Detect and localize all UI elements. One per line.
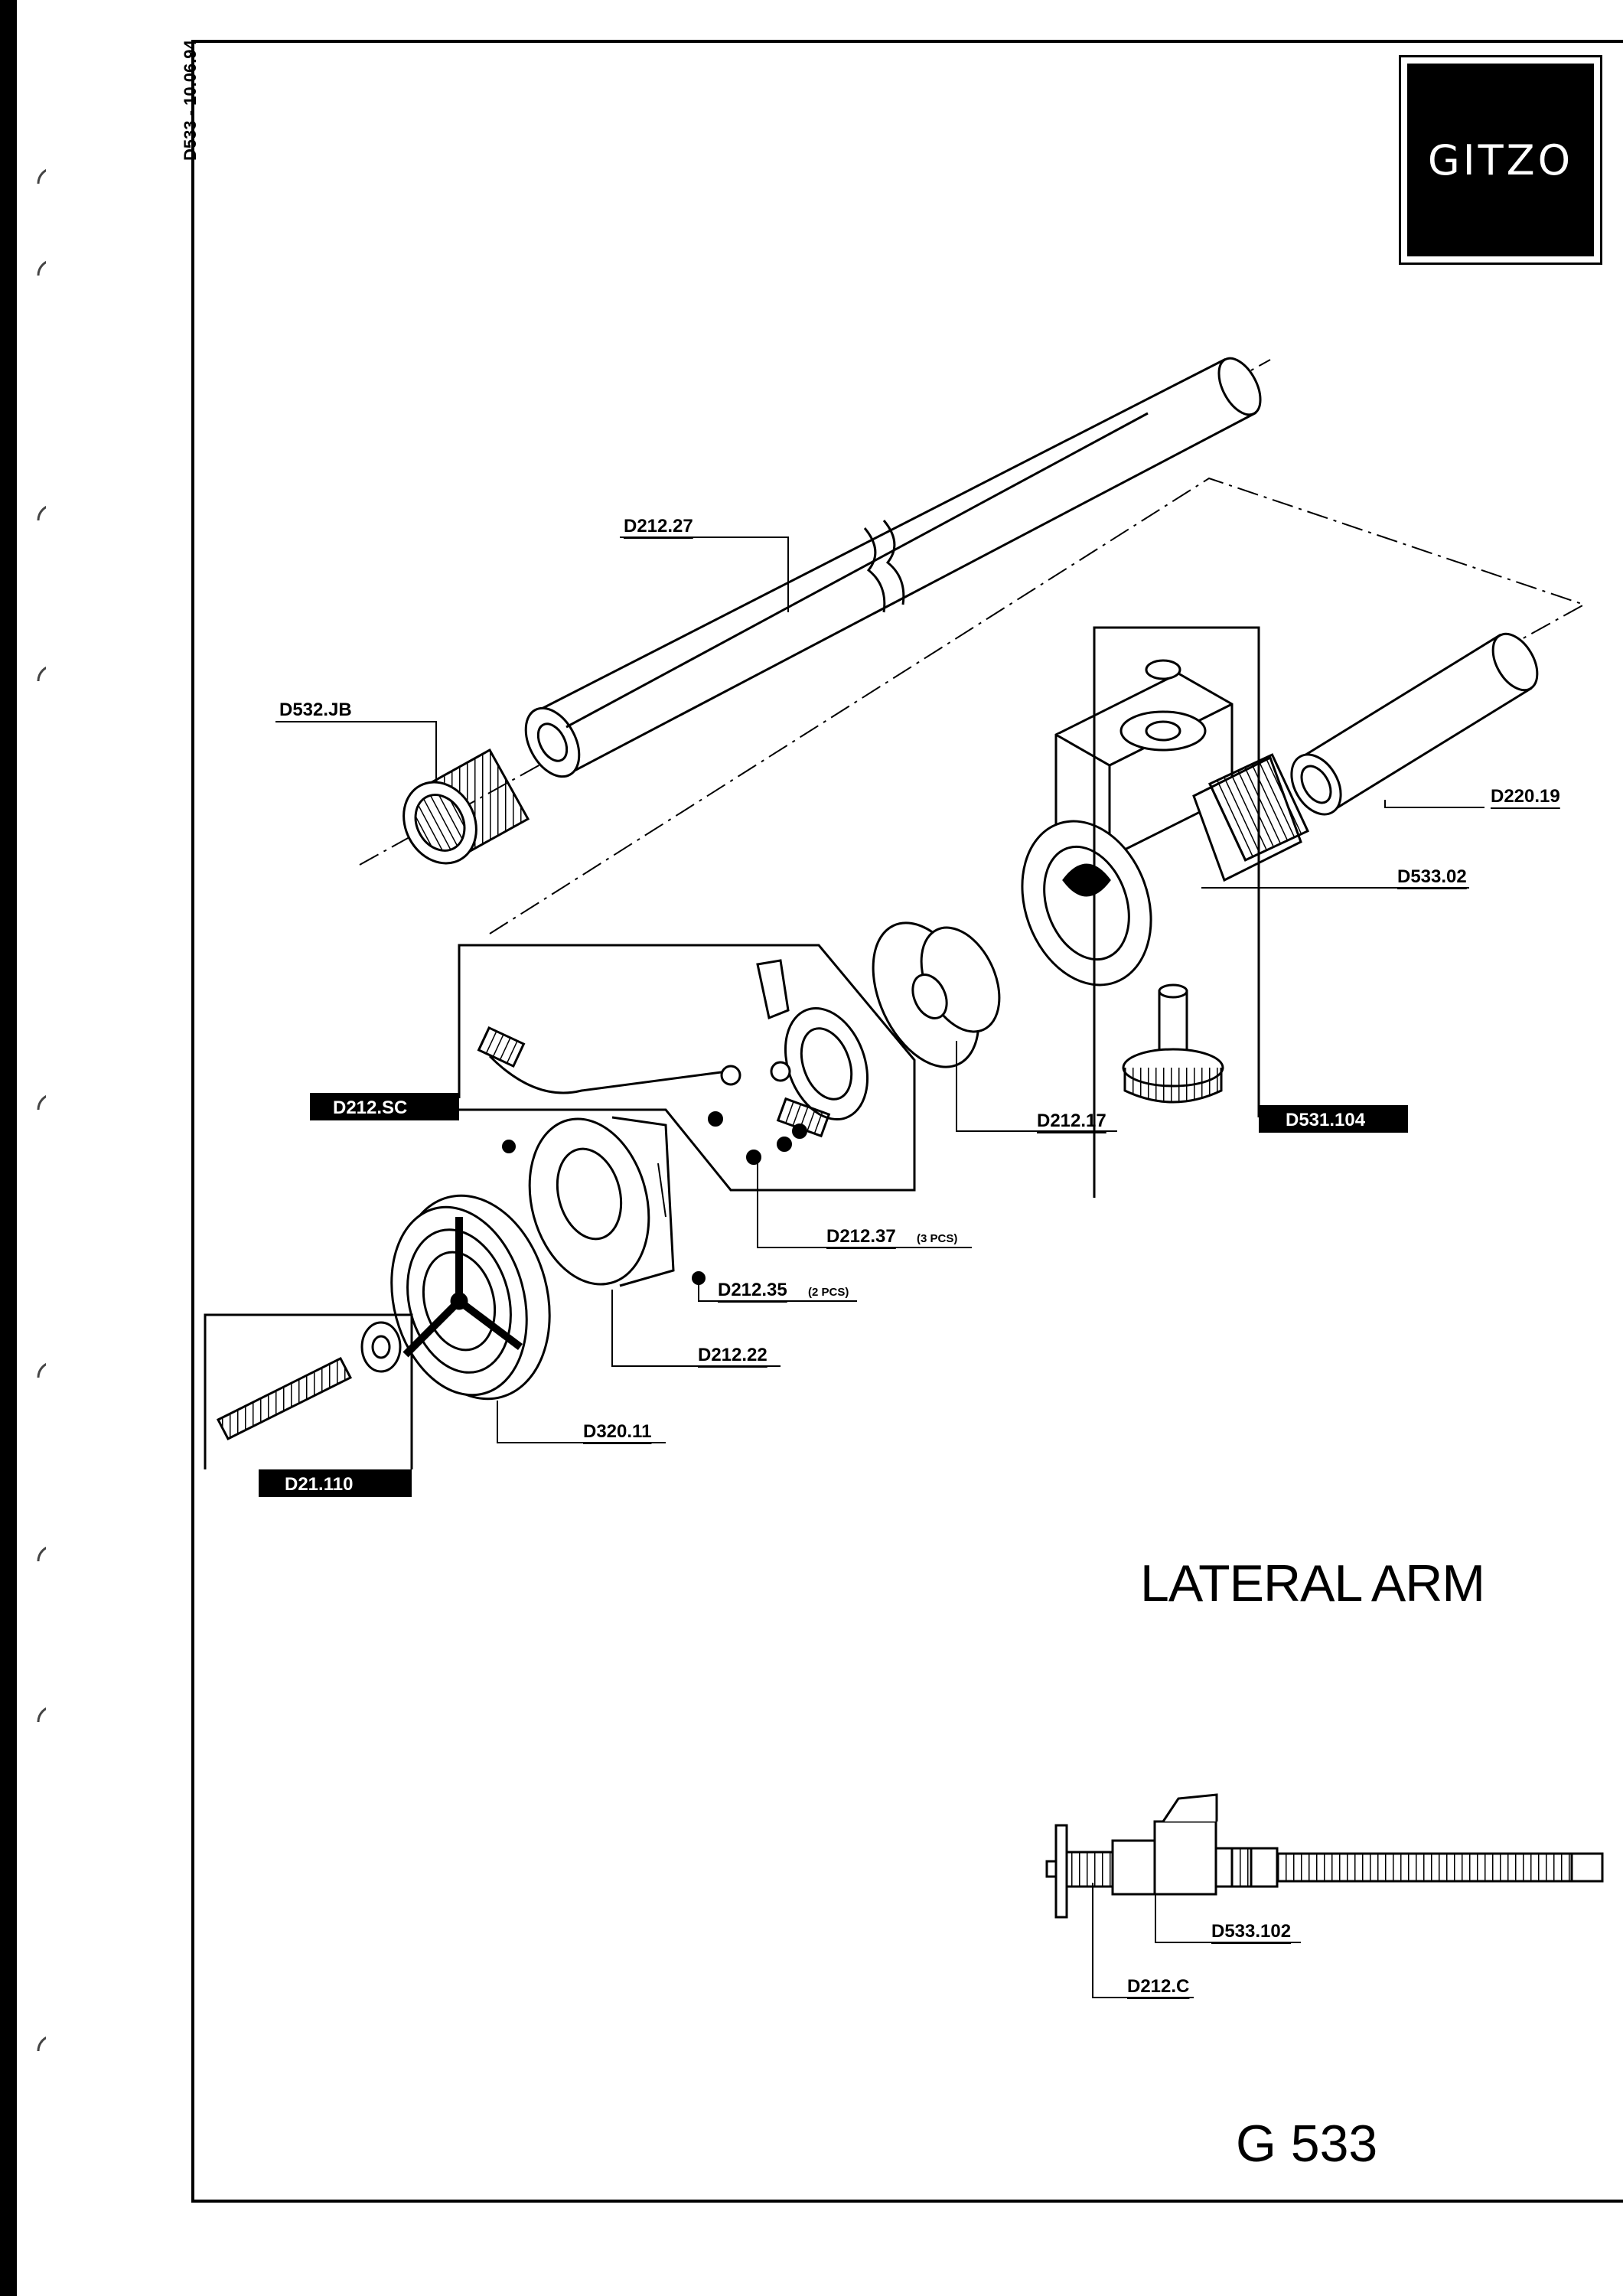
label-d212-35-qty: (2 PCS) [808,1286,849,1299]
page-title: LATERAL ARM [1140,1554,1485,1613]
assembled-screw [1065,1851,1114,1888]
label-d212-37: D212.37 [826,1226,896,1247]
label-d532-jb: D532.JB [279,700,352,720]
label-d320-11: D320.11 [583,1421,651,1442]
knob-d531-104 [1122,983,1224,1104]
label-d212-17: D212.17 [1037,1110,1106,1131]
label-box-d21-110: D21.110 [259,1469,412,1497]
label-d212-22: D212.22 [698,1345,768,1365]
punch-holes [37,169,46,2052]
collar-d532-jb [402,748,530,865]
label-d212-35: D212.35 [718,1280,787,1300]
label-d212-27: D212.27 [624,516,693,536]
assembled-tube [1276,1852,1573,1883]
label-d212-c: D212.C [1127,1976,1189,1997]
pin-d21-110 [216,1321,402,1441]
logo-text: GITZO [1427,135,1574,184]
label-d212-37-qty: (3 PCS) [917,1232,957,1245]
drawing-frame [191,40,1623,2203]
label-d533-102: D533.102 [1211,1921,1291,1942]
label-d21-110: D21.110 [285,1474,353,1495]
gitzo-logo: GITZO [1399,55,1602,265]
label-d533-02: D533.02 [1397,866,1467,887]
binding-strip [0,0,17,2296]
label-d220-19: D220.19 [1491,786,1560,807]
label-d212-sc: D212.SC [333,1097,407,1118]
body-d533-02 [1021,659,1310,987]
model-number: G 533 [1236,2115,1378,2173]
callout-frame-d21-110 [204,1313,413,1469]
label-box-d531-104: D531.104 [1259,1105,1408,1133]
assembled-view [1045,1793,1604,1919]
flange-d212-17 [872,921,1001,1068]
disc-d320-11 [390,1194,551,1401]
assembled-body [1153,1820,1217,1896]
tube-d212-27 [524,357,1262,778]
assembled-flange [1054,1824,1068,1919]
ring-d212-22 [528,1116,675,1287]
callout-frame-d531-104 [1093,626,1260,1198]
label-d531-104: D531.104 [1286,1110,1366,1130]
tube-d220-19 [1290,632,1539,816]
assembled-clamp [1111,1839,1156,1896]
clamp-d212-sc [477,959,869,1138]
callout-frame-d212-sc [458,944,916,1192]
label-box-d212-sc: D212.SC [310,1093,459,1120]
